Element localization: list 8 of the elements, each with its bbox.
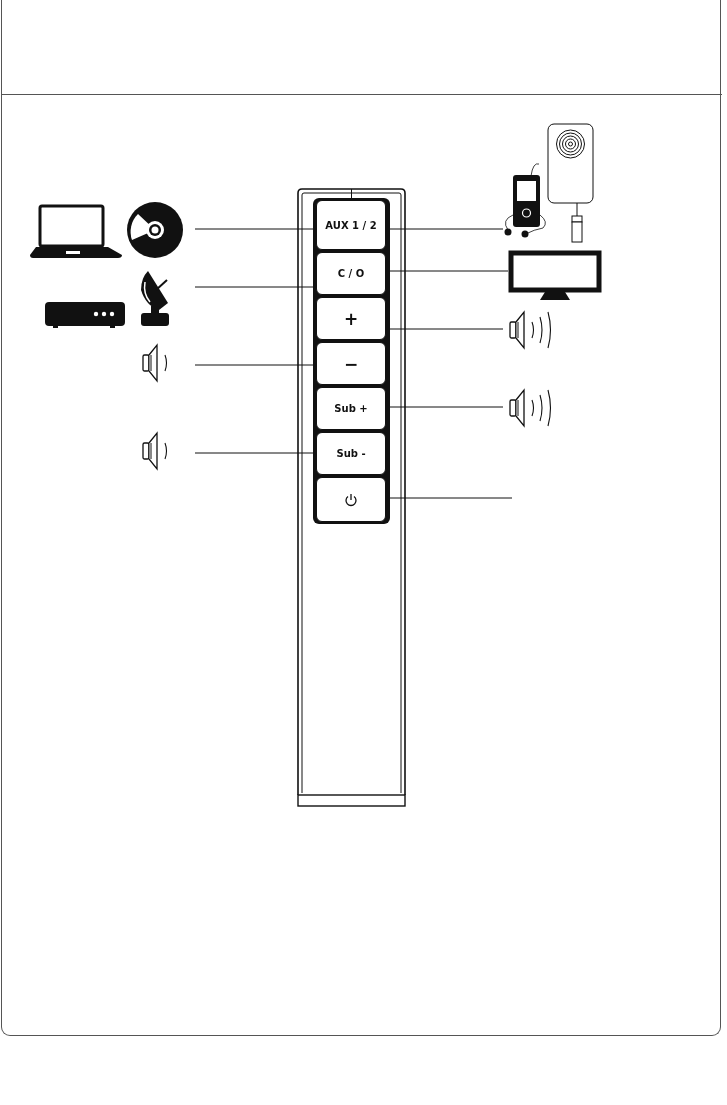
speaker-tower bbox=[297, 188, 406, 807]
control-button: − bbox=[316, 342, 386, 385]
control-button: Sub - bbox=[316, 432, 386, 475]
control-button: C / O bbox=[316, 252, 386, 295]
control-button: + bbox=[316, 297, 386, 340]
power-button bbox=[316, 477, 386, 522]
control-button: Sub + bbox=[316, 387, 386, 430]
control-button: AUX 1 / 2 bbox=[316, 200, 386, 250]
